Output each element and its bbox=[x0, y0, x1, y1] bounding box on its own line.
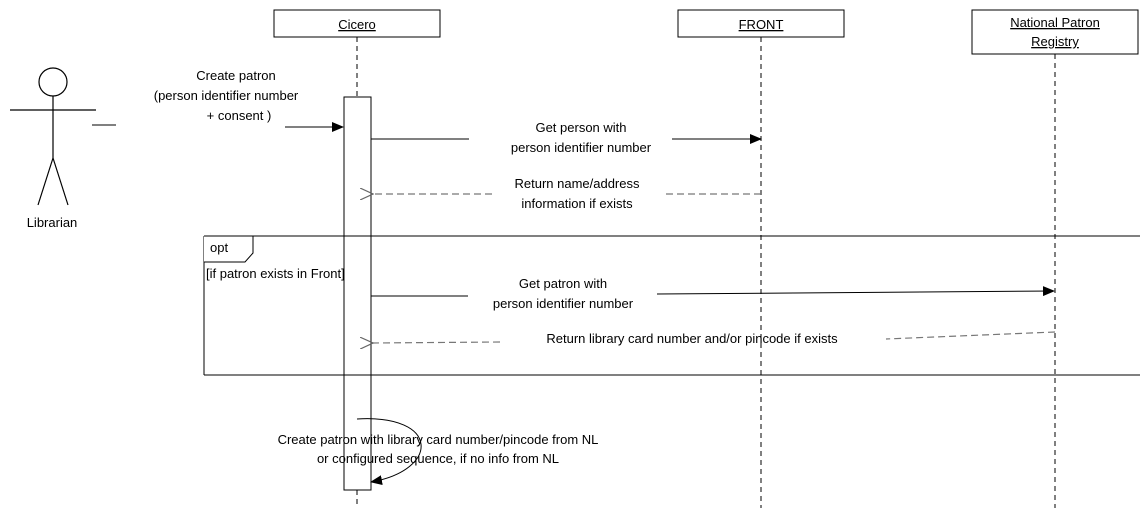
message-self-create-patron: Create patron with library card number/p… bbox=[278, 418, 599, 486]
participant-npr-label-line2: Registry bbox=[1031, 34, 1079, 49]
actor-librarian[interactable]: Librarian bbox=[10, 67, 96, 230]
participant-npr-label-line1: National Patron bbox=[1010, 15, 1100, 30]
message-create-patron-line3: + consent ) bbox=[207, 108, 272, 123]
message-create-patron: Create patron (person identifier number … bbox=[92, 68, 344, 132]
message-create-patron-line2: (person identifier number bbox=[154, 88, 299, 103]
message-get-patron: Get patron with person identifier number bbox=[371, 276, 1055, 311]
fragment-operator-tab bbox=[204, 235, 254, 263]
message-self-create-line1: Create patron with library card number/p… bbox=[278, 432, 599, 447]
participant-national-patron-registry[interactable]: National Patron Registry bbox=[971, 9, 1139, 55]
participant-cicero-label: Cicero bbox=[338, 17, 376, 32]
participant-front-label: FRONT bbox=[739, 17, 784, 32]
message-get-patron-line2: person identifier number bbox=[493, 296, 634, 311]
participant-cicero[interactable]: Cicero bbox=[273, 9, 441, 38]
message-create-patron-line1: Create patron bbox=[196, 68, 276, 83]
message-get-patron-line1: Get patron with bbox=[519, 276, 607, 291]
message-get-person-line2: person identifier number bbox=[511, 140, 652, 155]
message-return-name-line2: information if exists bbox=[521, 196, 633, 211]
actor-head-icon bbox=[38, 67, 68, 97]
participant-front[interactable]: FRONT bbox=[677, 9, 845, 38]
message-return-card-label: Return library card number and/or pincod… bbox=[546, 331, 838, 346]
activation-bar-cicero bbox=[343, 96, 372, 491]
message-return-library-card: Return library card number and/or pincod… bbox=[373, 331, 1056, 346]
fragment-opt: opt [if patron exists in Front] bbox=[203, 235, 1140, 376]
fragment-guard: [if patron exists in Front] bbox=[206, 266, 345, 281]
message-get-person-line1: Get person with bbox=[535, 120, 626, 135]
fragment-operator-label: opt bbox=[210, 240, 228, 255]
message-self-create-line2: or configured sequence, if no info from … bbox=[317, 451, 559, 466]
actor-label: Librarian bbox=[27, 215, 78, 230]
message-get-person: Get person with person identifier number bbox=[371, 120, 762, 155]
message-return-name-line1: Return name/address bbox=[514, 176, 640, 191]
message-return-name-address: Return name/address information if exist… bbox=[373, 176, 761, 211]
